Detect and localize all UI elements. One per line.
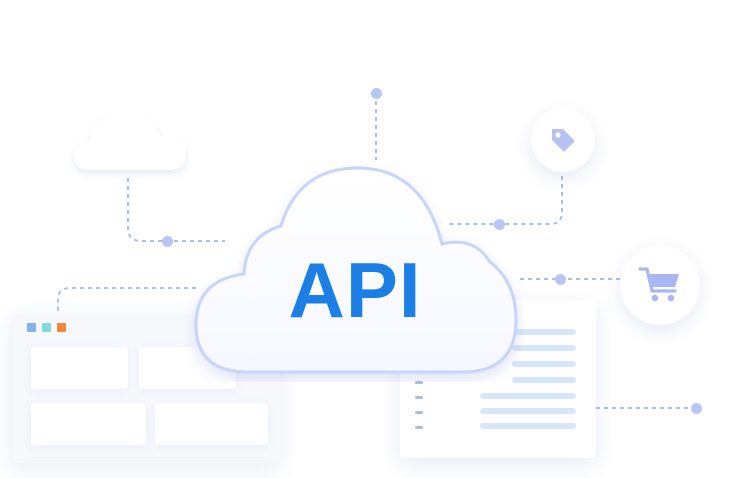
list-bullet: [415, 426, 423, 429]
shopping-cart-icon: [638, 267, 679, 302]
connector-small-cloud: [127, 178, 225, 242]
connector-dot-left: [161, 235, 173, 247]
list-line: [480, 393, 576, 399]
list-line: [512, 329, 576, 335]
list-bullet: [415, 411, 423, 414]
content-card: [155, 403, 268, 445]
window-dot-orange: [57, 323, 66, 332]
connector-dot-tag: [493, 218, 505, 230]
cloud-icon: [74, 112, 186, 170]
window-dot-teal: [42, 323, 51, 332]
list-line: [512, 361, 576, 367]
list-line: [480, 423, 576, 429]
list-line: [480, 408, 576, 414]
list-line: [512, 377, 576, 383]
api-cloud: [194, 166, 518, 374]
connector-dot-top: [370, 87, 382, 99]
connector-dot-cart: [554, 273, 566, 285]
content-card: [31, 347, 128, 389]
tag-bubble: [531, 108, 595, 172]
window-dot-blue: [27, 323, 36, 332]
content-card: [31, 403, 146, 445]
connector-dot-right: [690, 402, 702, 414]
api-label: API: [288, 246, 422, 334]
price-tag-icon: [552, 129, 575, 152]
list-bullet: [415, 396, 423, 399]
cart-bubble: [620, 245, 700, 325]
connector-browser: [57, 287, 196, 320]
list-bullet: [415, 381, 423, 384]
browser-title-bar: [12, 313, 280, 335]
list-line: [512, 345, 576, 351]
